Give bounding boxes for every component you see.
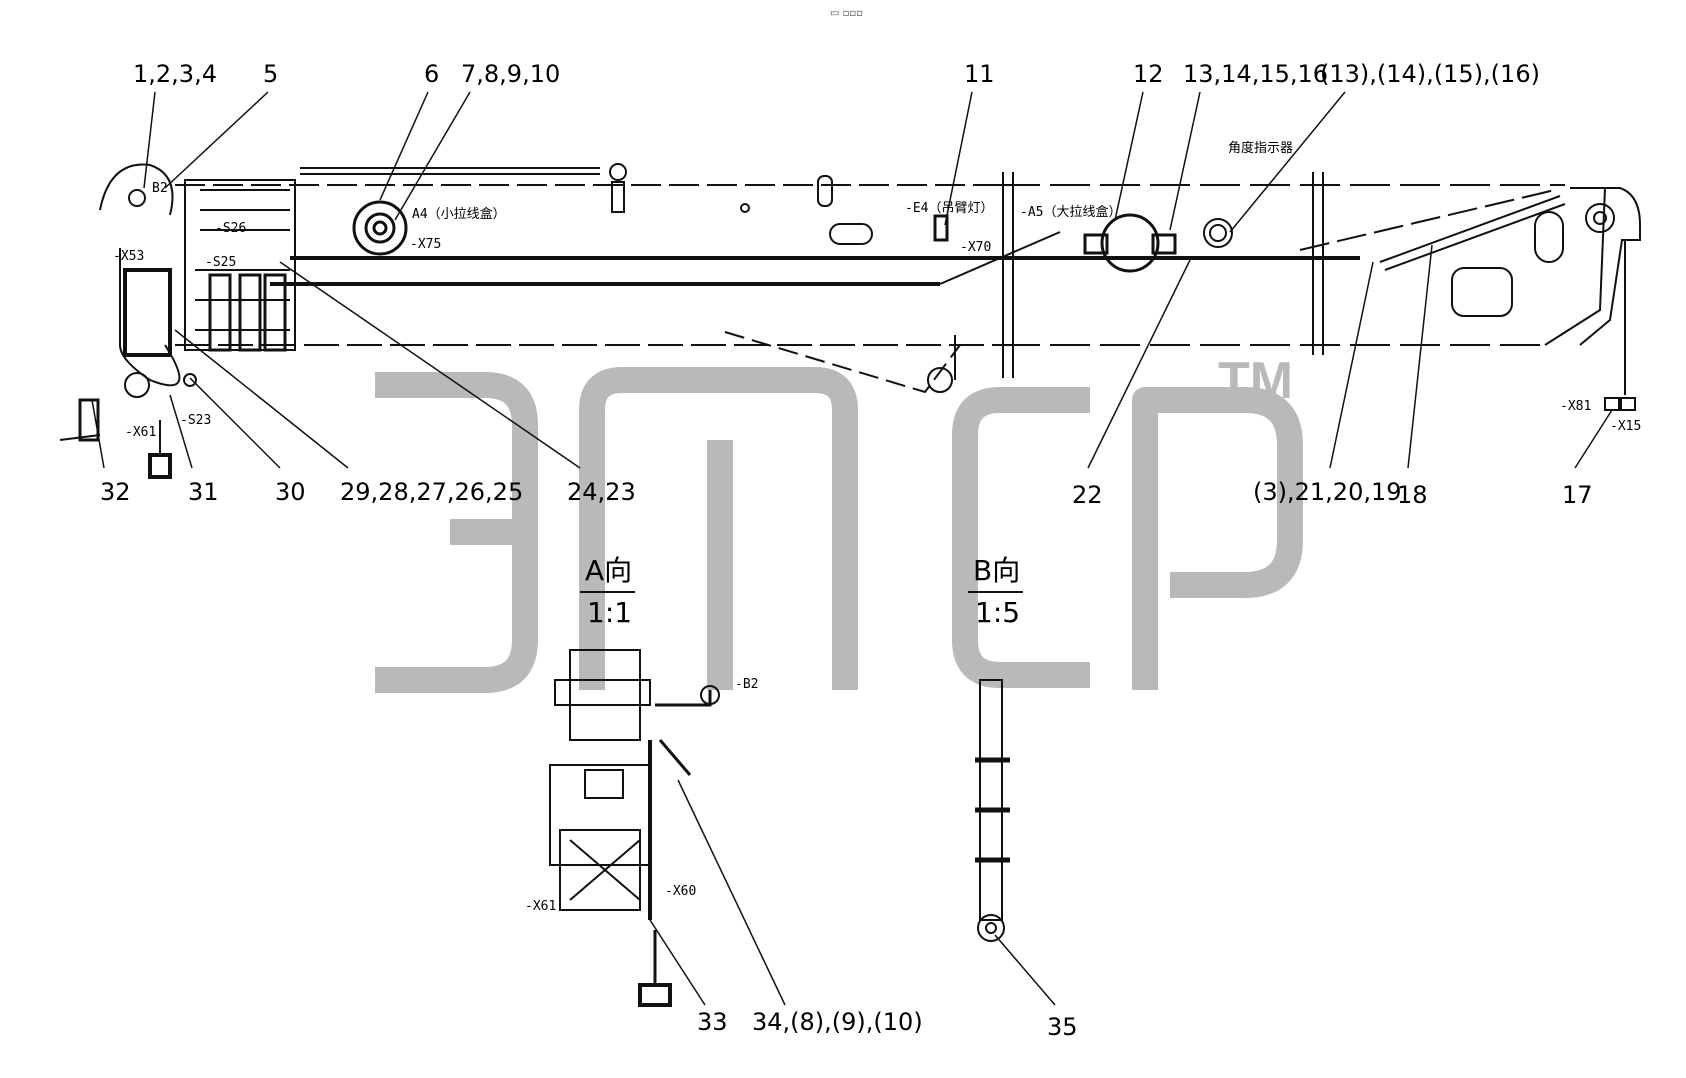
callouts-bottom: 32 31 30 29,28,27,26,25 24,23 22 (3),21,… — [100, 478, 1593, 509]
annot-e4: -E4（吊臂灯） — [905, 201, 993, 216]
annot-x75: -X75 — [410, 237, 441, 252]
view-a-scale: 1:1 — [587, 596, 632, 629]
annot-x15: -X15 — [1610, 419, 1641, 434]
top-bracket — [609, 163, 627, 213]
view-a: A向 1:1 -B2 -X60 -X61 — [525, 554, 758, 1007]
boom-root — [59, 163, 296, 479]
annot-angle-indicator: 角度指示器 — [1228, 140, 1293, 156]
callout-11: 11 — [964, 60, 995, 88]
callout-12: 12 — [1133, 60, 1164, 88]
watermark-letter-r — [1132, 387, 1303, 690]
watermark-letter-s — [952, 387, 1090, 688]
view-b-name: B向 — [973, 554, 1020, 587]
annot-b2-view: -B2 — [735, 677, 758, 692]
annot-x53: -X53 — [113, 249, 144, 264]
annot-x61-view: -X61 — [525, 899, 556, 914]
callout-35: 35 — [1047, 1013, 1078, 1041]
callout-17: 17 — [1562, 481, 1593, 509]
callout-31: 31 — [188, 478, 219, 506]
callout-34: 34,(8),(9),(10) — [752, 1008, 923, 1036]
large-cable-reel — [1083, 213, 1177, 273]
annot-a5: -A5（大拉线盒） — [1020, 204, 1121, 220]
annot-x81: -X81 — [1560, 399, 1591, 414]
annot-x70: -X70 — [960, 240, 991, 255]
watermark: TM — [375, 352, 1303, 693]
watermark-letter-p1 — [579, 367, 858, 690]
watermark-tm: TM — [1218, 352, 1293, 410]
callout-22: 22 — [1072, 481, 1103, 509]
view-a-name: A向 — [585, 554, 632, 587]
angle-indicator-device — [1203, 218, 1233, 248]
annot-x61: -X61 — [125, 425, 156, 440]
callout-29-25: 29,28,27,26,25 — [340, 478, 523, 506]
callout-7-10: 7,8,9,10 — [461, 60, 560, 88]
callout-18: 18 — [1397, 481, 1428, 509]
tip-connector — [1604, 240, 1636, 411]
callout-paren-13-16: (13),(14),(15),(16) — [1320, 60, 1540, 88]
callout-13-16: 13,14,15,16 — [1183, 60, 1328, 88]
leader-lines — [91, 91, 1613, 1006]
callouts-top: 1,2,3,4 5 6 7,8,9,10 11 12 13,14,15,16 (… — [133, 60, 1540, 88]
annot-b2: B2 — [152, 181, 168, 196]
component-annotations: A4（小拉线盒） -X75 -E4（吊臂灯） -X70 -A5（大拉线盒） 角度… — [113, 140, 1641, 440]
annot-s23: -S23 — [180, 413, 211, 428]
callout-32: 32 — [100, 478, 131, 506]
annot-x60: -X60 — [665, 884, 696, 899]
callout-5: 5 — [263, 60, 278, 88]
annot-s26: -S26 — [215, 221, 246, 236]
watermark-letter-e — [375, 372, 538, 693]
boom-body — [175, 167, 1641, 394]
small-cable-reel — [352, 200, 408, 256]
annot-s25: -S25 — [205, 255, 236, 270]
view-b: B向 1:5 — [968, 554, 1023, 942]
callouts-views: 33 34,(8),(9),(10) 35 — [697, 1008, 1078, 1041]
callout-3-21-20-19: (3),21,20,19 — [1253, 478, 1402, 506]
callout-30: 30 — [275, 478, 306, 506]
callout-24-23: 24,23 — [567, 478, 636, 506]
callout-1-4: 1,2,3,4 — [133, 60, 217, 88]
header-mark: ▭ ▫▫▫ — [830, 8, 863, 19]
callout-6: 6 — [424, 60, 439, 88]
annot-a4: A4（小拉线盒） — [412, 206, 506, 222]
callout-33: 33 — [697, 1008, 728, 1036]
view-b-scale: 1:5 — [975, 596, 1020, 629]
boom-lamp — [933, 214, 949, 242]
